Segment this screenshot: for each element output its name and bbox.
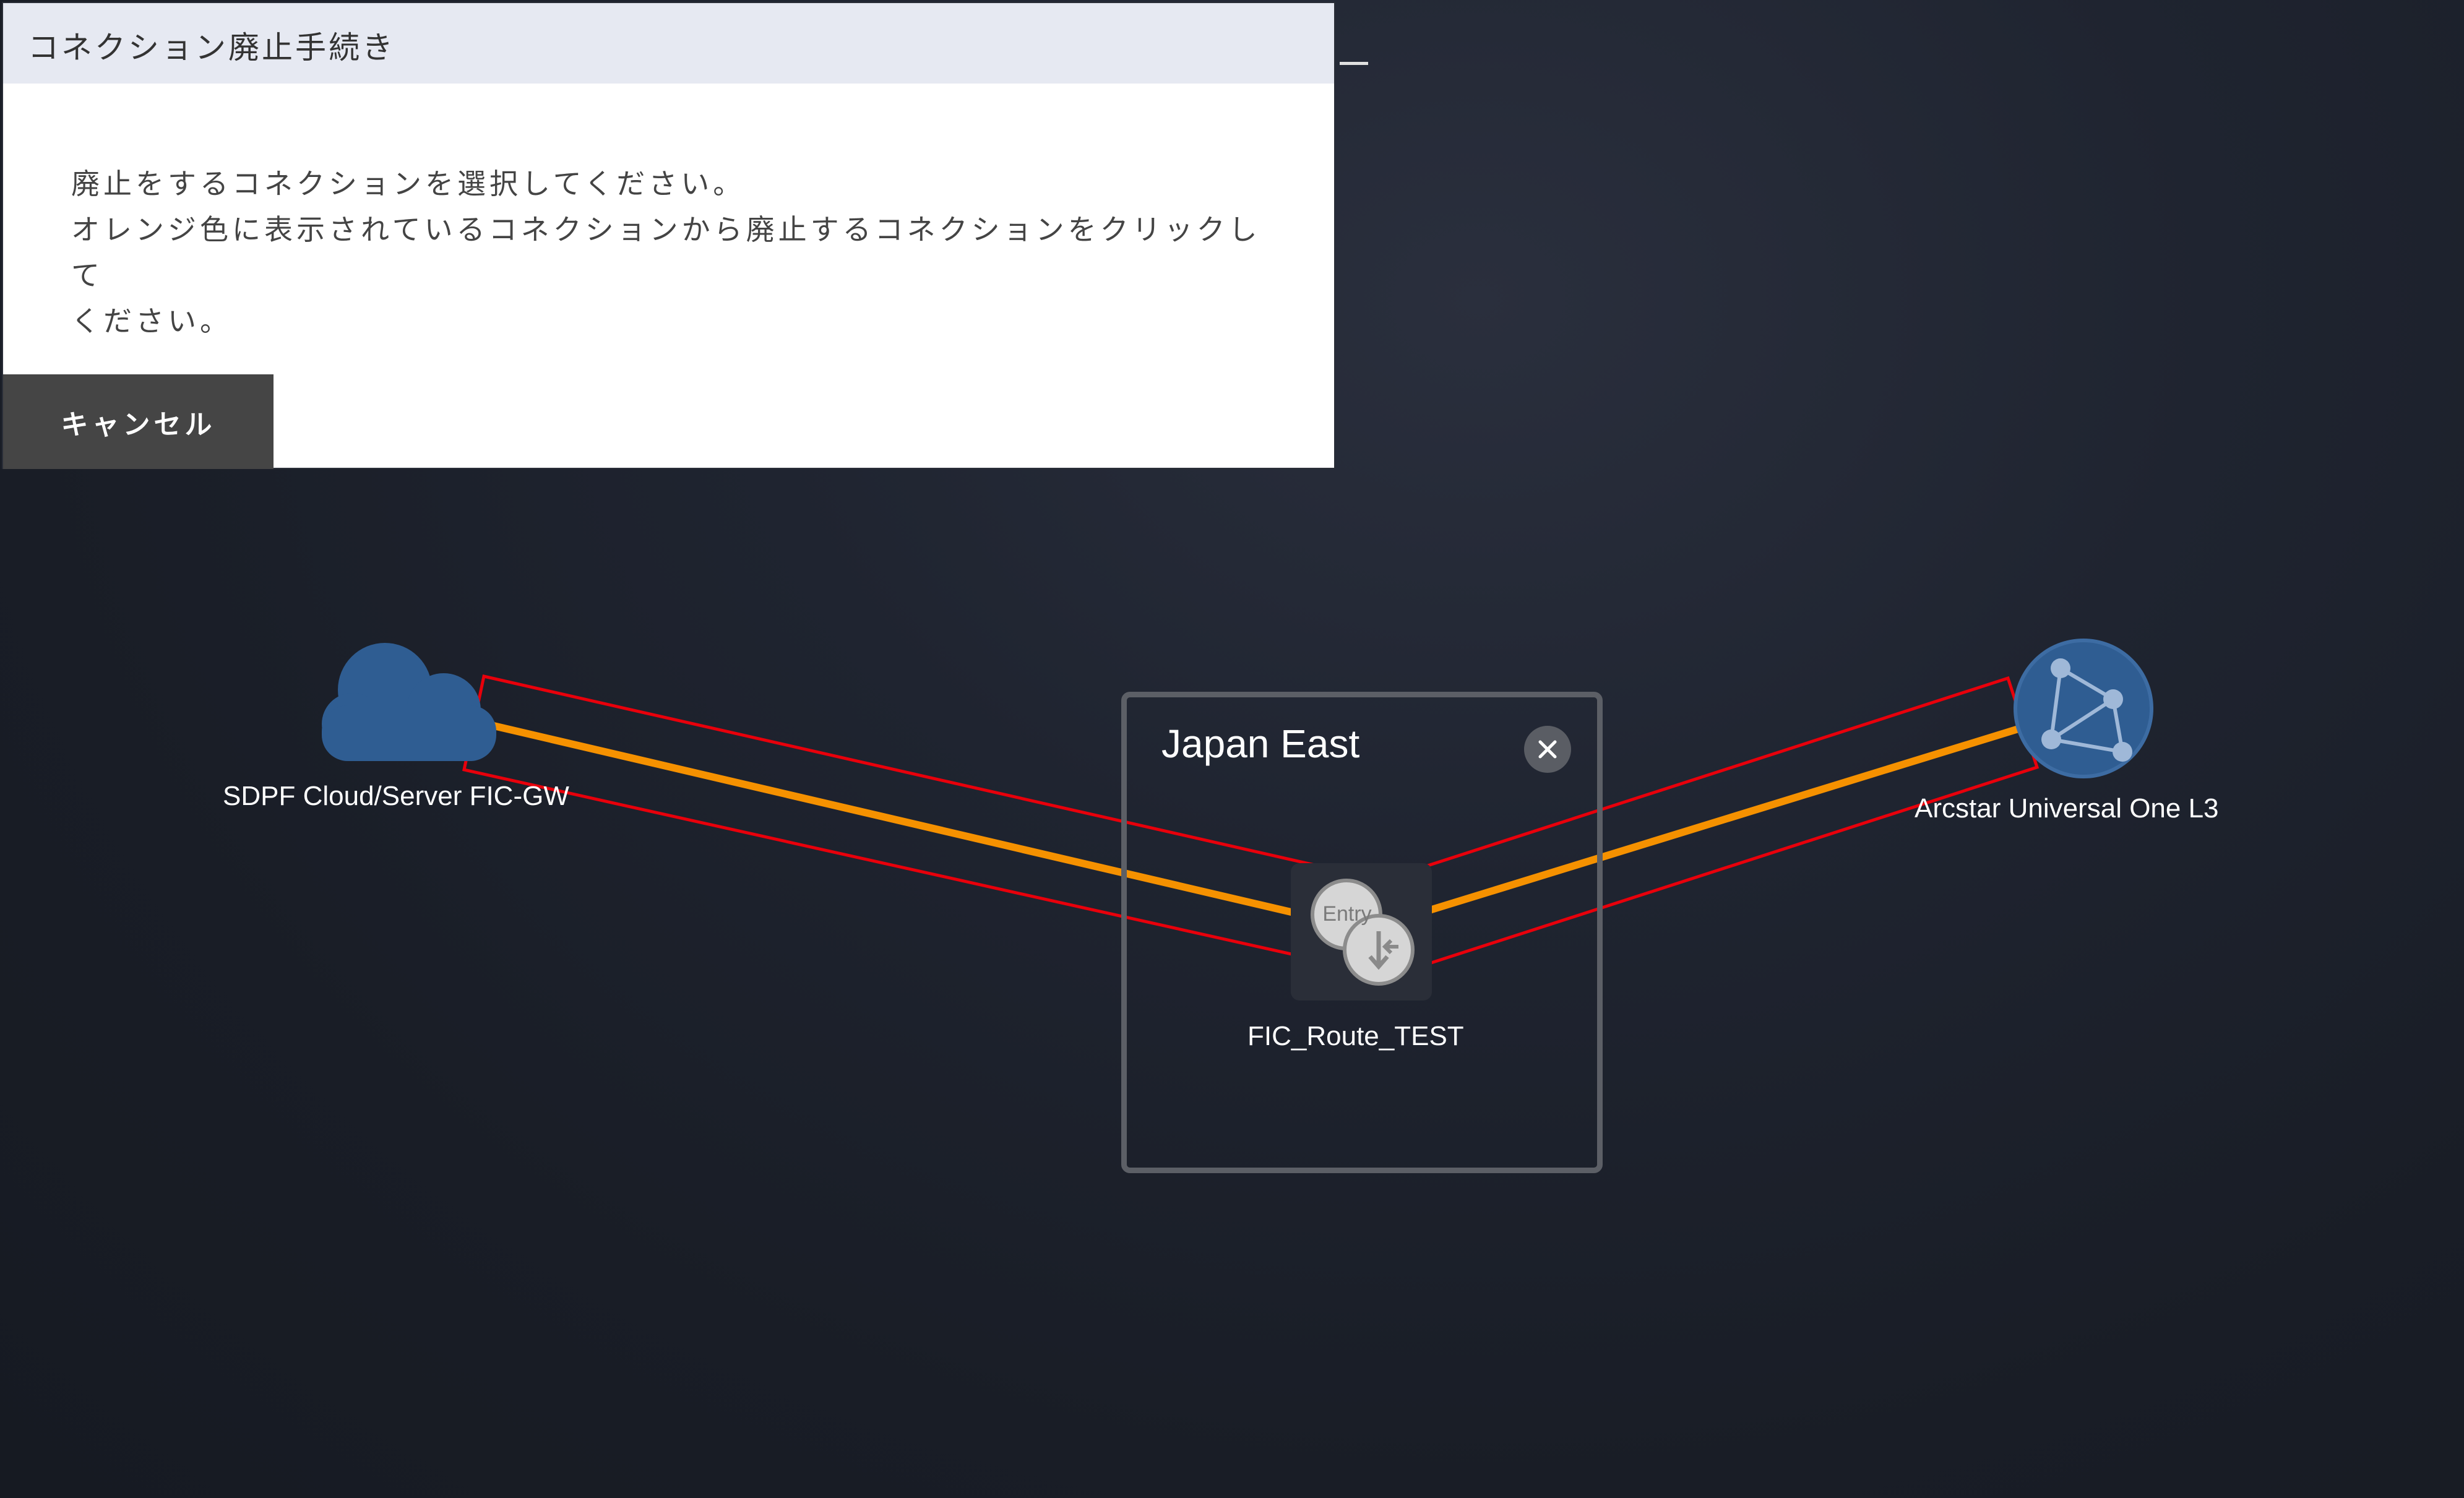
connection-delete-dialog: コネクション廃止手続き 廃止をするコネクションを選択してください。 オレンジ色に…	[2, 2, 1335, 469]
dialog-message: 廃止をするコネクションを選択してください。 オレンジ色に表示されているコネクショ…	[71, 167, 1261, 338]
entry-badge: Entry	[1322, 902, 1371, 926]
region-close-button[interactable]	[1524, 726, 1571, 773]
node-label-sdpf: SDPF Cloud/Server FIC-GW	[223, 781, 569, 811]
globe-network-icon[interactable]	[2014, 639, 2153, 778]
node-label-fic-router: FIC_Route_TEST	[1247, 1021, 1464, 1051]
cloud-icon[interactable]	[322, 643, 496, 761]
minimize-icon[interactable]	[1340, 62, 1368, 65]
connection-line-sdpf[interactable]	[482, 720, 1337, 926]
dialog-header: コネクション廃止手続き	[3, 3, 1334, 84]
cancel-button[interactable]: キャンセル	[3, 374, 274, 469]
router-icon[interactable]	[1291, 863, 1432, 1001]
close-icon	[1538, 740, 1557, 759]
region-title: Japan East	[1161, 721, 1360, 766]
node-label-arcstar: Arcstar Universal One L3	[1915, 793, 2219, 824]
region-box: Japan East	[1121, 692, 1603, 1173]
connection-line-arcstar[interactable]	[1398, 725, 2024, 923]
dialog-title: コネクション廃止手続き	[28, 30, 395, 66]
